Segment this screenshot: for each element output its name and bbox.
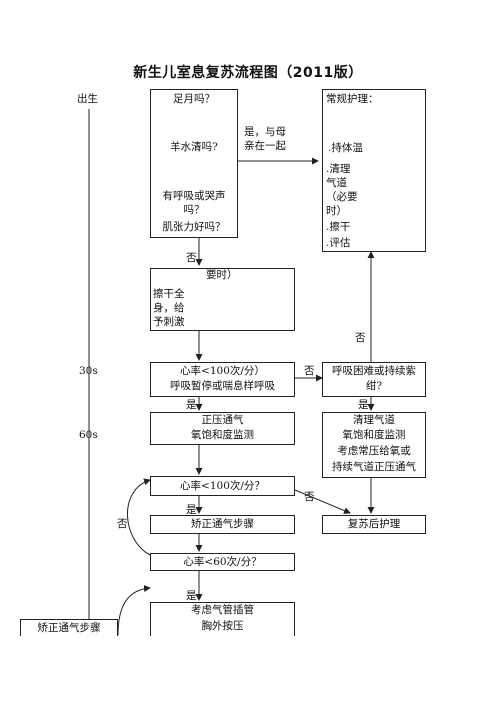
routine-item-clear-1: .清理 xyxy=(326,163,351,175)
hr2-box xyxy=(150,476,295,496)
assess-breathing-2: 吗？ xyxy=(183,204,205,216)
routine-item-clear-3: （必要 xyxy=(326,191,358,203)
loop-back-hr3 xyxy=(117,584,151,636)
yes-with-mother-1: 是，与母 xyxy=(244,126,286,138)
assess-breathing-1: 有呼吸或哭声 xyxy=(162,190,226,202)
initial-line-3: 身，给 xyxy=(153,302,185,314)
intubation-line-1: 考虑气管插管 xyxy=(191,604,254,616)
page-title: 新生儿室息复苏流程图（2011版） xyxy=(133,65,363,81)
assess-term: 足月吗？ xyxy=(173,93,215,105)
loop-back-hr2 xyxy=(127,478,151,556)
hr2-text: 心率<100次/分？ xyxy=(180,480,265,492)
timeline-birth: 出生 xyxy=(77,93,98,105)
airway-box xyxy=(322,412,426,478)
no-label-assess: 否 xyxy=(186,252,197,264)
airway-line-4: 持续气道正压通气 xyxy=(332,461,416,473)
hr1-line-1: 心率<100次/分） xyxy=(180,365,265,377)
ppv-line-2: 氧饱和度监测 xyxy=(191,429,254,441)
hr1-box xyxy=(150,362,295,397)
post-care-box xyxy=(322,515,426,534)
initial-steps-box xyxy=(150,268,295,331)
intubation-line-2: 胸外按压 xyxy=(201,620,244,632)
yes-with-mother-2: 亲在一起 xyxy=(244,140,286,152)
routine-item-clear-4: 时） xyxy=(326,205,347,217)
assess-amniotic: 羊水清吗? xyxy=(170,141,218,153)
routine-item-warmth: .持体温 xyxy=(328,142,363,154)
yes-label-dyspnea: 是 xyxy=(358,399,369,411)
no-label-hr1: 否 xyxy=(304,365,315,377)
post-care-text: 复苏后护理 xyxy=(347,518,401,530)
page-bottom-margin xyxy=(0,636,496,702)
intubation-box xyxy=(150,602,295,642)
ppv-line-1: 正压通气 xyxy=(201,414,244,426)
timeline-60s: 60s xyxy=(79,429,98,441)
no-label-hr2: 否 xyxy=(304,491,315,503)
hr3-text: 心率<60次/分？ xyxy=(183,556,262,568)
airway-line-2: 氧饱和度监测 xyxy=(342,429,406,441)
corrective-text: 矫正通气步骤 xyxy=(191,518,254,530)
routine-item-clear-2: 气道 xyxy=(326,177,347,189)
yes-label-hr1: 是 xyxy=(186,399,197,411)
routine-care-box xyxy=(322,89,426,252)
routine-item-dry: .擦干 xyxy=(326,221,351,233)
arrow-hr2-to-postcare xyxy=(294,489,351,514)
ppv-box xyxy=(150,412,295,445)
corrective-box xyxy=(150,515,295,534)
assessment-box xyxy=(150,89,238,238)
assess-tone: 肌张力好吗？ xyxy=(162,221,226,233)
dyspnea-box xyxy=(322,362,426,397)
initial-line-2: 擦干全 xyxy=(153,288,185,300)
no-label-loop: 否 xyxy=(117,518,128,530)
yes-label-hr2: 是 xyxy=(186,504,197,516)
hr3-box xyxy=(150,553,295,571)
dyspnea-line-1: 呼吸困难或持续紫 xyxy=(332,365,416,377)
routine-title: 常规护理： xyxy=(326,93,379,105)
yes-label-hr3: 是 xyxy=(186,590,197,602)
no-label-dyspnea: 否 xyxy=(355,332,366,344)
routine-item-assess: .评估 xyxy=(326,237,351,249)
airway-line-3: 考虑常压给氧或 xyxy=(337,445,411,457)
initial-line-1: 要时） xyxy=(206,269,238,281)
airway-line-1: 清理气道 xyxy=(353,414,395,426)
dyspnea-line-2: 绀? xyxy=(365,380,383,392)
timeline-30s: 30s xyxy=(79,365,98,377)
corrective-left-text: 矫正通气步骤 xyxy=(37,622,101,634)
hr1-line-2: 呼吸暂停或喘息样呼吸 xyxy=(170,380,275,392)
initial-line-4: 予刺激 xyxy=(153,316,185,328)
